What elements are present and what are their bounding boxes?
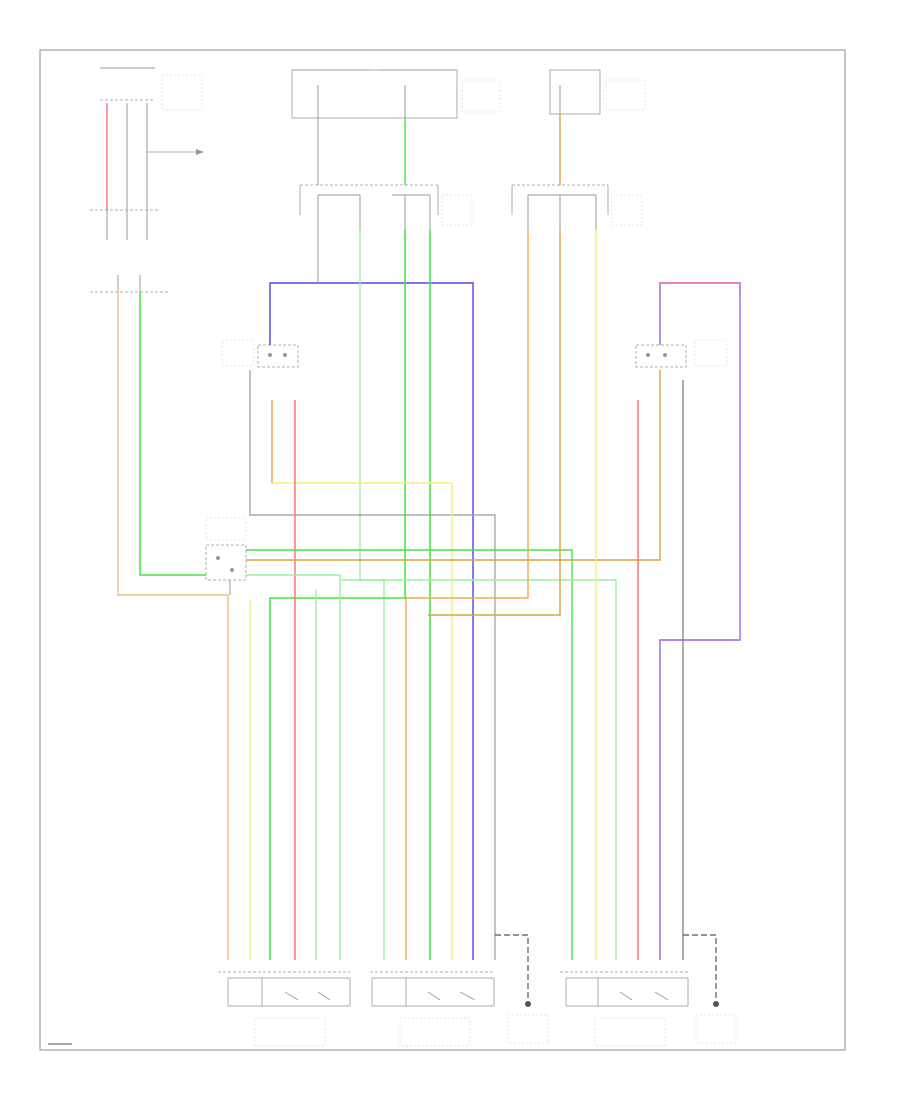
wire-tan-relay: [246, 370, 661, 561]
right-fuse: [549, 69, 646, 115]
wire-green-relay: [246, 549, 573, 960]
wire-lightgreen-1: [359, 230, 385, 960]
left-junction: [299, 184, 473, 230]
wire-lgreen-relay-2: [340, 579, 617, 960]
motor-left: [218, 971, 351, 1047]
ground-1: [507, 1001, 549, 1044]
top-left-connector: [90, 67, 204, 293]
wire-pink-top: [659, 282, 741, 960]
center-relay: [205, 517, 247, 581]
wire-gray-switch-left: [249, 370, 496, 960]
diagram-border: [39, 49, 846, 1051]
wire-lgreen-relay: [246, 574, 341, 960]
wire-tan-rj-2: [428, 230, 561, 616]
wire-green-1: [269, 230, 406, 960]
right-junction: [511, 184, 643, 230]
wire-ground-1: [495, 934, 529, 1000]
left-switch: [221, 339, 299, 368]
wire-blue-top: [269, 282, 474, 960]
motor-center: [370, 971, 495, 1047]
wire-tan-rj-1: [405, 230, 529, 960]
motor-right: [560, 971, 690, 1047]
wire-ground-2: [683, 934, 717, 1000]
right-switch: [635, 339, 728, 368]
fuse-box: [291, 69, 501, 119]
wire-tan-left: [117, 292, 229, 960]
wire-orange-switch-left: [271, 400, 453, 960]
wire-green-left: [139, 292, 206, 576]
ground-2: [695, 1001, 737, 1044]
